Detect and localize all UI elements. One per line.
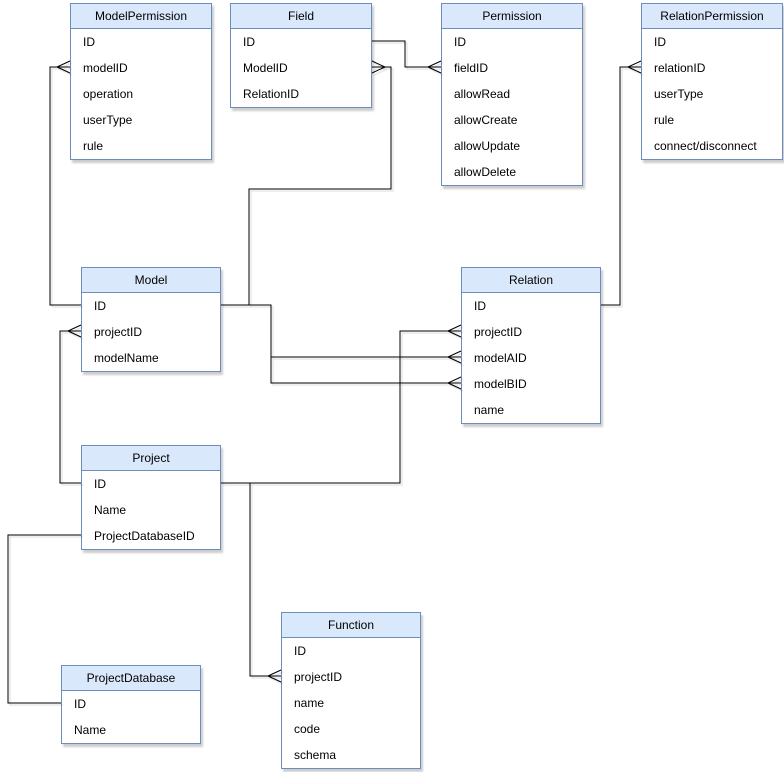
entity-field-row: ID xyxy=(74,697,86,711)
crows-foot-many-icon xyxy=(447,382,462,390)
entity-field-row: operation xyxy=(83,87,134,101)
entity-title-relation: Relation xyxy=(462,268,600,293)
connector-model-id-to-relation-modelaid[interactable] xyxy=(221,304,462,364)
entity-field-row: ID xyxy=(474,299,486,313)
crows-foot-many-icon xyxy=(267,669,282,677)
crows-foot-many-icon xyxy=(56,66,71,74)
crows-foot-many-icon xyxy=(427,60,442,68)
entity-field-row: ID xyxy=(243,35,255,49)
entity-field-row: modelBID xyxy=(474,377,527,391)
entity-field-row: modelAID xyxy=(474,351,527,365)
entity-field-row: projectID xyxy=(294,670,343,684)
entity-field-row: name xyxy=(474,403,505,417)
connector-model-id-to-modelpermission-modelid[interactable] xyxy=(49,60,81,306)
crows-foot-many-icon xyxy=(56,60,71,68)
entity-field-row: Name xyxy=(74,723,107,737)
crows-foot-many-icon xyxy=(447,356,462,364)
crows-foot-many-icon xyxy=(267,675,282,683)
entity-title-model: Model xyxy=(82,268,220,293)
entity-field-row: Name xyxy=(94,503,127,517)
connector-project-id-to-model-projectid[interactable] xyxy=(59,324,82,484)
entity-field-row: ID xyxy=(94,477,106,491)
connector-project-id-to-relation-projectid[interactable] xyxy=(221,324,462,484)
entity-field-row: ID xyxy=(654,35,666,49)
entity-field-row: connect/disconnect xyxy=(654,139,757,153)
crows-foot-many-icon xyxy=(67,330,82,338)
entity-field-row: ID xyxy=(94,299,106,313)
entity-field-row: rule xyxy=(83,139,104,153)
connector-relation-id-to-relationpermission-relationid[interactable] xyxy=(601,60,642,306)
entity-title-field: Field xyxy=(231,4,371,29)
entity-field-row: name xyxy=(294,696,325,710)
crows-foot-many-icon xyxy=(447,376,462,384)
entity-title-model-permission: ModelPermission xyxy=(71,4,211,29)
crows-foot-many-icon xyxy=(627,60,642,68)
entity-field-row: userType xyxy=(654,87,704,101)
entity-field-row: fieldID xyxy=(454,61,489,75)
crows-foot-many-icon xyxy=(447,330,462,338)
entity-title-function: Function xyxy=(282,613,420,638)
entity-field-row: allowCreate xyxy=(454,113,518,127)
crows-foot-many-icon xyxy=(427,66,442,74)
entity-field-row: ModelID xyxy=(243,61,288,75)
entity-title-project: Project xyxy=(82,446,220,471)
connector-model-id-to-field-modelid[interactable] xyxy=(248,60,392,305)
connector-field-id-to-permission-fieldid[interactable] xyxy=(372,40,442,74)
entity-title-project-database: ProjectDatabase xyxy=(62,666,200,691)
entity-field-row: allowDelete xyxy=(454,165,517,179)
entity-title-permission: Permission xyxy=(442,4,582,29)
connector-project-id-to-function-projectid[interactable] xyxy=(249,483,282,683)
entity-field-row: rule xyxy=(654,113,675,127)
entity-field-row: allowUpdate xyxy=(454,139,521,153)
crows-foot-many-icon xyxy=(67,324,82,332)
entity-field-row: RelationID xyxy=(243,87,300,101)
entity-field-row: allowRead xyxy=(454,87,511,101)
crows-foot-many-icon xyxy=(371,66,386,74)
connector-project-projectdatabaseid-to-projectdatabase-id[interactable] xyxy=(7,534,81,704)
entity-field-row: ID xyxy=(454,35,466,49)
entity-field-row: code xyxy=(294,722,321,736)
entity-field-row: modelID xyxy=(83,61,128,75)
crows-foot-many-icon xyxy=(447,324,462,332)
entity-field-row: ID xyxy=(294,644,306,658)
entity-field-row: projectID xyxy=(474,325,523,339)
entity-title-relation-permission: RelationPermission xyxy=(642,4,782,29)
entity-field-row: ID xyxy=(83,35,95,49)
entity-field-row: schema xyxy=(294,748,337,762)
entity-field-row: relationID xyxy=(654,61,706,75)
entity-field-row: projectID xyxy=(94,325,143,339)
entity-field-row: modelName xyxy=(94,351,159,365)
crows-foot-many-icon xyxy=(627,66,642,74)
crows-foot-many-icon xyxy=(371,60,386,68)
entity-field-row: userType xyxy=(83,113,133,127)
crows-foot-many-icon xyxy=(447,350,462,358)
entity-field-row: ProjectDatabaseID xyxy=(94,529,195,543)
connector-model-id-to-relation-modelbid[interactable] xyxy=(270,305,462,390)
